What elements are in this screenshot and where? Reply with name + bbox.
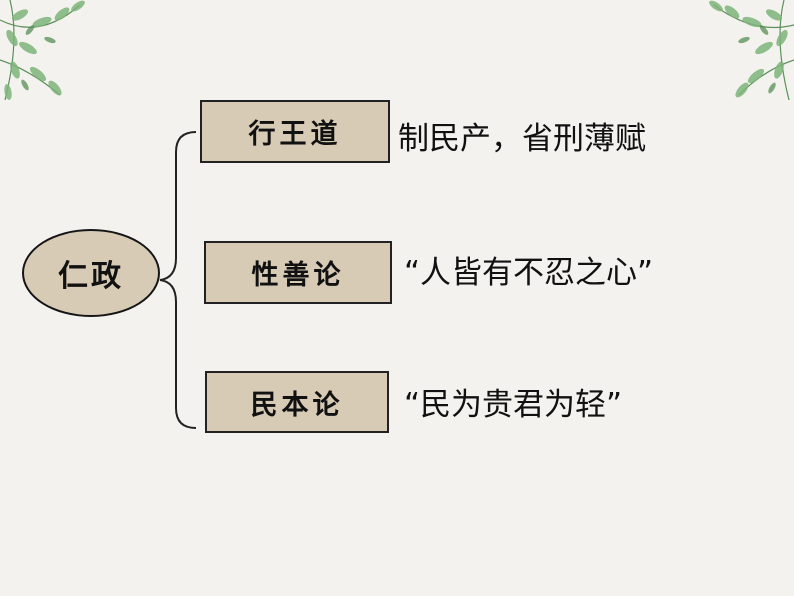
branch-label-1: 行王道 (249, 112, 342, 151)
curly-brace-connector (158, 130, 198, 430)
branch-box-3: 民本论 (205, 371, 389, 433)
branch-description-3: “民为贵君为轻” (404, 390, 622, 421)
branch-label-3: 民本论 (251, 383, 344, 422)
root-node: 仁政 (22, 229, 160, 317)
branch-box-2: 性善论 (204, 241, 392, 304)
root-label: 仁政 (58, 251, 124, 295)
branch-box-1: 行王道 (200, 100, 390, 163)
branch-description-2: “人皆有不忍之心” (404, 258, 653, 289)
branch-label-2: 性善论 (252, 253, 345, 292)
branch-description-1: 制民产，省刑薄赋 (398, 124, 646, 155)
leaf-decoration-right (684, 0, 794, 100)
leaf-decoration-left (0, 0, 110, 110)
